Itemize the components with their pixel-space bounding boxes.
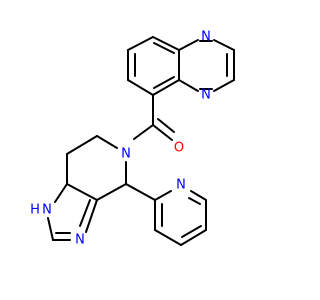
bond [153, 76, 175, 89]
pyridine-nitrogen: N [176, 178, 186, 193]
bond [79, 199, 91, 227]
bond [54, 183, 68, 203]
carbonyl-oxygen: O [174, 141, 184, 156]
bond [66, 183, 98, 201]
bond [127, 79, 154, 96]
bond [180, 229, 207, 246]
molecule-diagram: N N O N N H N N [30, 30, 235, 248]
bond [66, 135, 98, 155]
bond [154, 229, 182, 246]
bond-group [47, 36, 235, 246]
imidazole-nh-nitrogen: N [42, 203, 52, 218]
bond [190, 190, 207, 201]
bond [188, 197, 201, 205]
bond [152, 124, 173, 141]
quinoxaline-nitrogen-bottom: N [201, 88, 211, 103]
atom-label-group: N N O N N H N N [30, 30, 211, 248]
bond [152, 36, 180, 51]
amide-nitrogen: N [121, 147, 131, 162]
bond [157, 118, 175, 133]
bond [125, 183, 156, 201]
imidazole-nitrogen: N [75, 233, 85, 248]
quinoxaline-nitrogen-top: N [201, 30, 211, 45]
bond [85, 199, 98, 233]
bond [154, 190, 172, 201]
molecule-structure: N N O N N H N N [30, 30, 235, 248]
bond [152, 79, 180, 96]
bond [178, 79, 199, 92]
bond [213, 39, 235, 51]
bond [127, 36, 154, 51]
bond [181, 225, 202, 238]
bond [96, 183, 127, 201]
bond [178, 39, 199, 51]
bond [133, 124, 154, 140]
imidazole-hydrogen: H [30, 203, 40, 218]
bond [213, 79, 235, 92]
bond [96, 135, 118, 149]
bond [47, 217, 54, 241]
bond [153, 42, 175, 54]
